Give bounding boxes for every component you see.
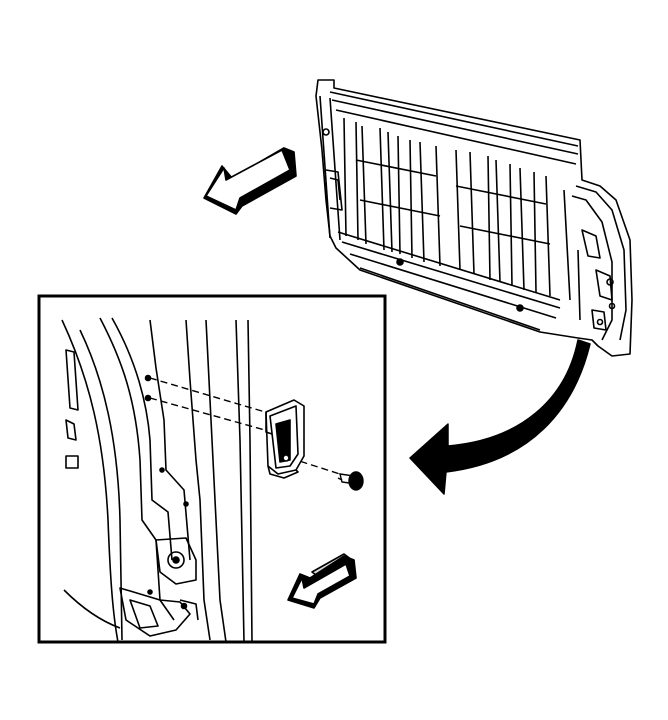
pillar-detail <box>61 317 253 641</box>
installation-guide-lines <box>149 377 347 477</box>
forward-direction-arrow <box>203 147 297 215</box>
push-pin-retainer <box>337 471 364 491</box>
bracket <box>265 399 305 479</box>
detail-view-frame <box>37 294 387 644</box>
cab-back-panel <box>315 79 633 357</box>
forward-direction-arrow-detail <box>287 553 357 609</box>
detail-callout-arrow <box>409 339 591 495</box>
